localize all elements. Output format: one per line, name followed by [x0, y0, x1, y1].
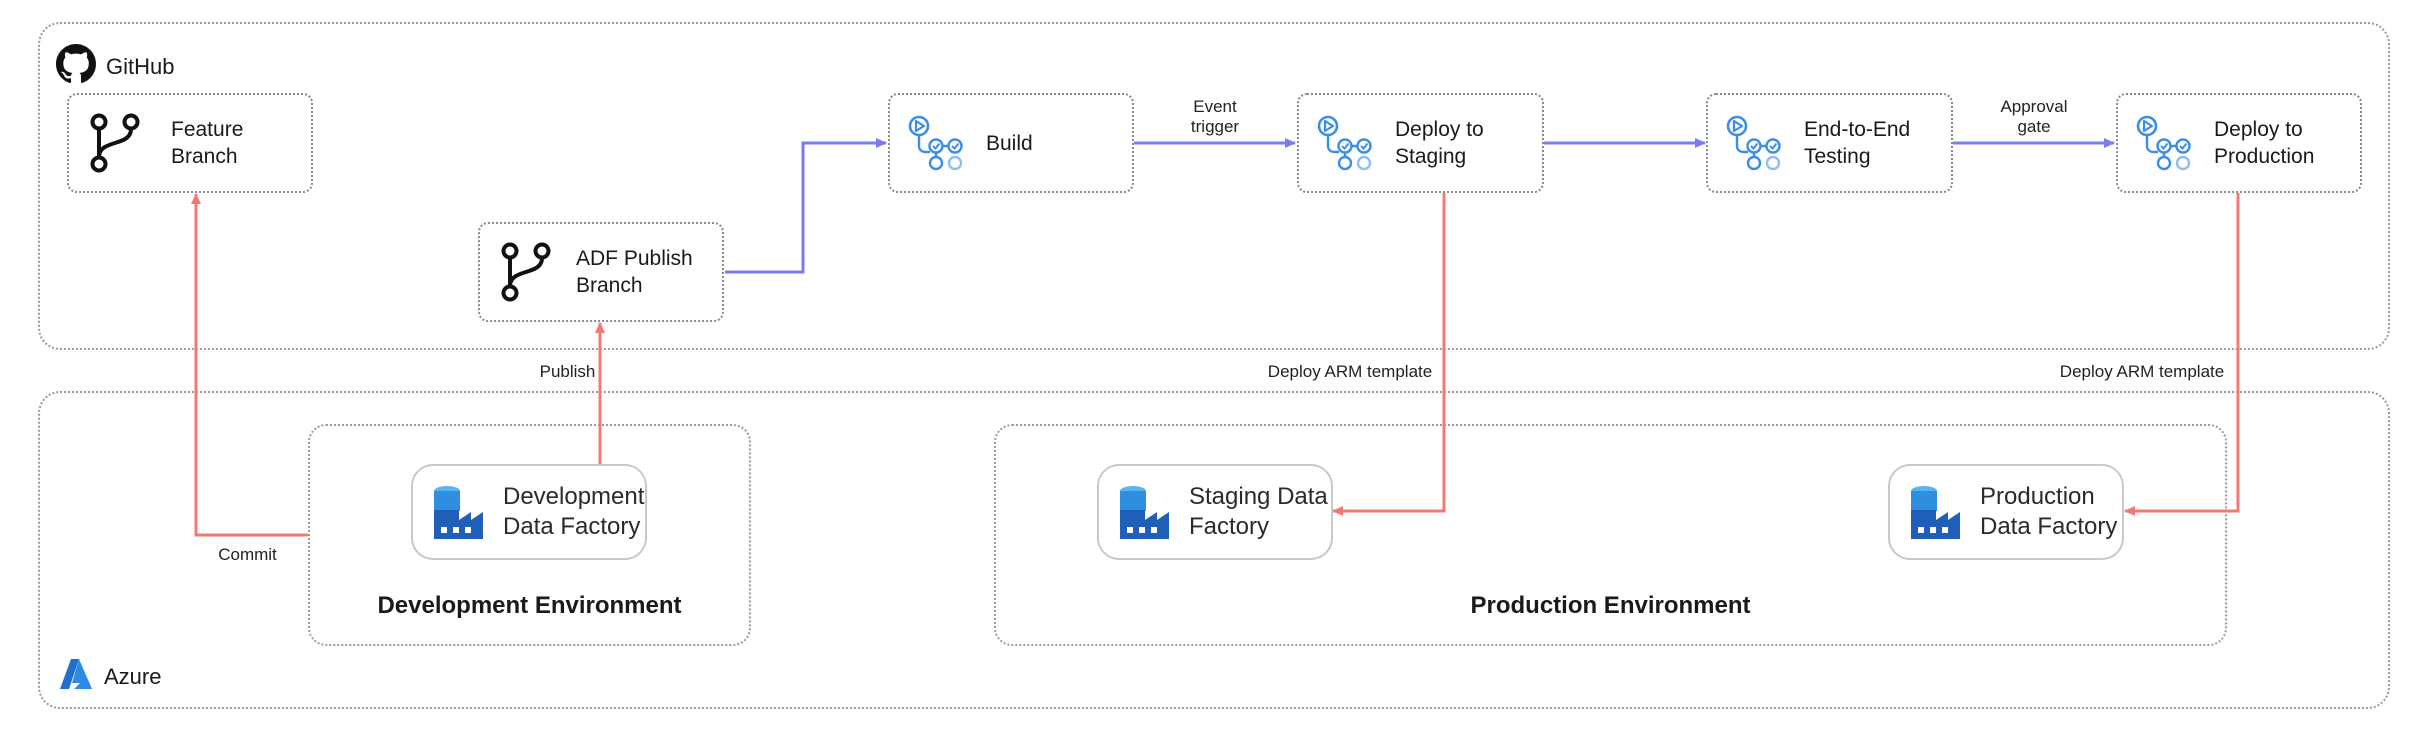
github-actions-workflow-icon [890, 114, 986, 172]
edge-label-publish: Publish [539, 362, 596, 381]
edge-label-commit: Commit [218, 545, 277, 564]
edge-commit [191, 193, 308, 537]
build-node[interactable]: Build [888, 93, 1134, 193]
azure-region-title: Azure [104, 664, 162, 689]
development-data-factory[interactable]: Development Data Factory [411, 464, 647, 560]
azure-icon [58, 656, 94, 698]
development-data-factory-label: Development Data Factory [503, 483, 645, 540]
deploy-staging-label: Deploy to Staging [1395, 118, 1484, 168]
production-data-factory[interactable]: Production Data Factory [1888, 464, 2124, 560]
github-region-label: GitHub [56, 44, 174, 90]
deploy-staging-node[interactable]: Deploy to Staging [1297, 93, 1544, 193]
development-environment [308, 424, 751, 646]
development-environment-title: Development Environment [377, 592, 682, 619]
edge-label-approval-gate: Approval gate [2000, 97, 2068, 136]
git-branch-icon [480, 242, 572, 302]
e2e-testing-label: End-to-End Testing [1804, 118, 1911, 168]
feature-branch-label: Feature Branch [171, 118, 244, 168]
edge-deploy-staging [1332, 193, 1446, 516]
github-actions-workflow-icon [1708, 114, 1804, 172]
production-data-factory-label: Production Data Factory [1980, 483, 2118, 540]
adf-publish-branch-node[interactable]: ADF Publish Branch [478, 222, 724, 322]
build-label: Build [986, 131, 1033, 155]
production-environment-title: Production Environment [1470, 592, 1751, 619]
github-actions-workflow-icon [1299, 114, 1395, 172]
data-factory-icon [413, 484, 503, 540]
staging-data-factory[interactable]: Staging Data Factory [1097, 464, 1333, 560]
github-region-title: GitHub [106, 54, 175, 79]
production-environment [994, 424, 2227, 646]
github-region [38, 22, 2390, 350]
data-factory-icon [1099, 484, 1189, 540]
e2e-testing-node[interactable]: End-to-End Testing [1706, 93, 1953, 193]
edge-label-deploy-arm-production: Deploy ARM template [2059, 362, 2225, 381]
github-icon [56, 44, 96, 90]
github-actions-workflow-icon [2118, 114, 2214, 172]
deploy-production-label: Deploy to Production [2214, 118, 2315, 168]
feature-branch-node[interactable]: Feature Branch [67, 93, 313, 193]
azure-region-label: Azure [58, 656, 161, 698]
deploy-production-node[interactable]: Deploy to Production [2116, 93, 2362, 193]
edge-label-deploy-arm-staging: Deploy ARM template [1267, 362, 1433, 381]
data-factory-icon [1890, 484, 1980, 540]
azure-region [38, 391, 2390, 709]
edge-deploy-production [2124, 193, 2240, 516]
adf-publish-branch-label: ADF Publish Branch [576, 247, 693, 297]
git-branch-icon [69, 113, 161, 173]
edge-label-event-trigger: Event trigger [1190, 97, 1240, 136]
staging-data-factory-label: Staging Data Factory [1189, 483, 1328, 540]
edge-adf-to-build [725, 138, 887, 274]
